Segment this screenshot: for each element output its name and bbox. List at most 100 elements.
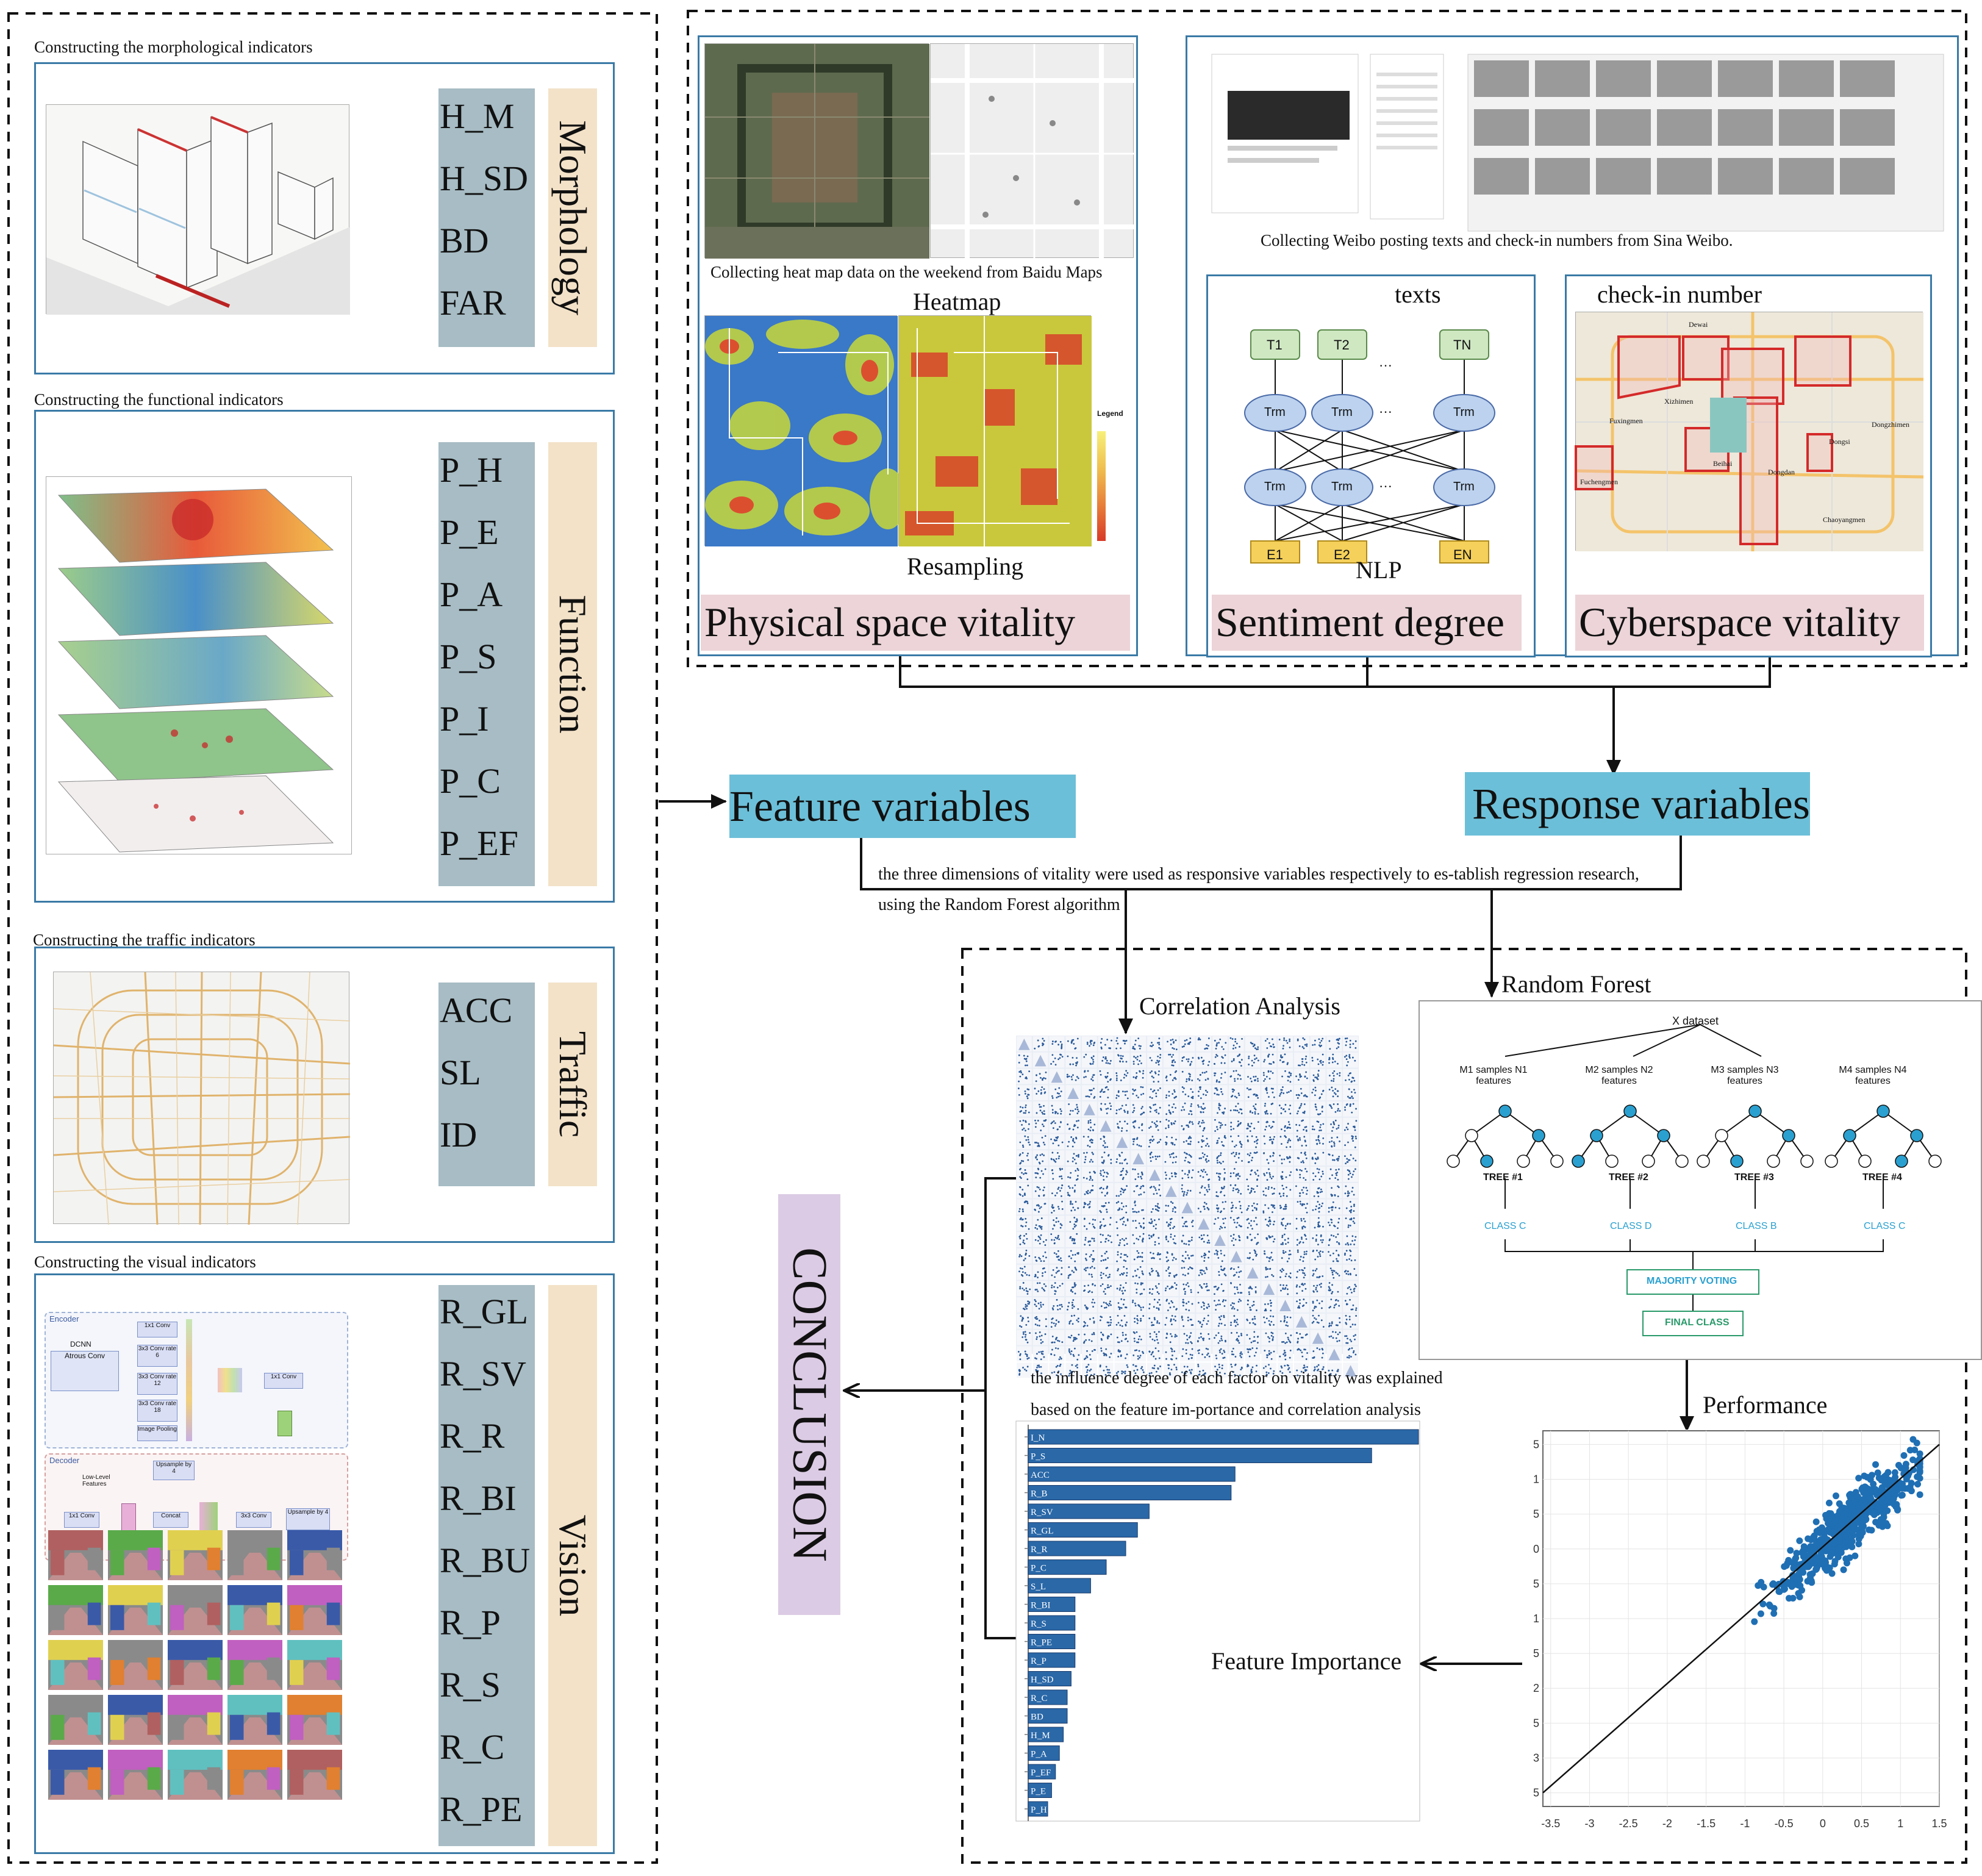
scatter-point <box>1832 1492 1839 1500</box>
scatter-point <box>1861 1472 1868 1480</box>
random-forest-diagram: X dataset M1 samples N1 features M2 samp… <box>1419 1000 1982 1360</box>
scatter-point <box>1881 1480 1889 1487</box>
en: EN <box>1453 547 1472 562</box>
transformer-diagram <box>1244 329 1495 564</box>
scatter-point <box>1834 1528 1841 1536</box>
var-h-m: H_M <box>440 96 515 136</box>
tn: TN <box>1453 337 1472 353</box>
conclusion-label: CONCLUSION <box>782 1247 837 1562</box>
var-acc: ACC <box>440 990 513 1030</box>
scatter-point <box>1812 1566 1820 1573</box>
checkin-label: check-in number <box>1597 281 1762 308</box>
scatter-point <box>1868 1488 1875 1495</box>
scatter-point <box>1858 1523 1866 1530</box>
importance-bar-label: R_S <box>1031 1619 1046 1629</box>
dec-block-3: 3x3 Conv <box>236 1512 271 1528</box>
scatter-point <box>1880 1514 1887 1521</box>
scatter-point <box>1834 1553 1842 1561</box>
scatter-point <box>1781 1563 1788 1570</box>
dots-2: ··· <box>1379 404 1392 420</box>
dots-3: ··· <box>1379 479 1392 494</box>
scatter-point <box>1843 1559 1850 1567</box>
y-tick-label: 5 <box>1533 1508 1539 1520</box>
vision-variables: R_GL R_SV R_R R_BI R_BU R_P R_S R_C R_PE <box>438 1285 535 1846</box>
x-tick-label: 0.5 <box>1854 1817 1869 1830</box>
scatter-point <box>1845 1536 1853 1544</box>
scatter-point <box>1808 1579 1816 1586</box>
scatter-point <box>1916 1475 1923 1482</box>
scatter-point <box>1805 1563 1812 1570</box>
scatter-point <box>1847 1494 1854 1501</box>
scatter-point <box>1813 1556 1820 1564</box>
traffic-title: Constructing the traffic indicators <box>33 931 256 949</box>
x-tick-label: -3.5 <box>1541 1817 1560 1830</box>
rf-samples-2: M2 samples N2 features <box>1585 1065 1653 1086</box>
morphology-title: Constructing the morphological indicator… <box>34 38 313 56</box>
heatmap-right <box>898 315 1092 546</box>
morphology-panel: H_M H_SD BD FAR Morphology <box>34 62 615 374</box>
importance-bar-label: R_BI <box>1031 1601 1051 1611</box>
scatter-point <box>1770 1610 1778 1617</box>
scatter-point <box>1791 1559 1798 1566</box>
x-tick-label: 0 <box>1820 1817 1826 1830</box>
var-sl: SL <box>440 1053 481 1092</box>
branch-4: 3x3 Conv rate 18 <box>137 1400 177 1422</box>
scatter-point <box>1860 1517 1867 1525</box>
vision-dimension: Vision <box>548 1285 597 1846</box>
checkin-map <box>1575 312 1924 551</box>
importance-bar <box>1028 1689 1068 1705</box>
scatter-point <box>1846 1554 1853 1561</box>
scatter-point <box>1884 1507 1891 1514</box>
scatter-point <box>1816 1526 1823 1533</box>
scatter-point <box>1873 1503 1881 1510</box>
scatter-point <box>1861 1483 1869 1491</box>
scatter-point <box>1851 1498 1859 1506</box>
y-tick-label: 0 <box>1533 1543 1539 1555</box>
var-p-s: P_S <box>440 637 497 676</box>
importance-bar <box>1028 1578 1091 1594</box>
scatter-point <box>1842 1510 1849 1517</box>
trm-1: Trm <box>1264 406 1286 419</box>
scatter-point <box>1812 1541 1820 1548</box>
importance-bar-label: P_C <box>1031 1564 1046 1573</box>
function-panel: P_H P_E P_A P_S P_I P_C P_EF Function <box>34 410 615 903</box>
sentiment-panel: texts T1 T2 TN Trm Trm Trm Trm Trm Trm ·… <box>1206 274 1536 657</box>
place-dongzhimen: Dongzhimen <box>1872 420 1909 429</box>
var-p-e: P_E <box>440 512 499 552</box>
scatter-point <box>1831 1539 1838 1547</box>
resampling-label: Resampling <box>907 553 1024 580</box>
branch-2: 3x3 Conv rate 6 <box>137 1345 177 1367</box>
physical-panel: Collecting heat map data on the weekend … <box>698 35 1138 656</box>
scatter-point <box>1861 1495 1868 1503</box>
importance-bar <box>1028 1448 1372 1463</box>
scatter-point <box>1904 1485 1911 1492</box>
importance-bar-label: R_R <box>1031 1545 1048 1555</box>
top-dashed-frame <box>687 10 1967 667</box>
rf-class-3: CLASS B <box>1736 1221 1777 1231</box>
rf-tree-4: TREE #4 <box>1862 1172 1902 1183</box>
scatter-point <box>1784 1578 1792 1586</box>
scatter-point <box>1855 1535 1862 1542</box>
branch-1: 1x1 Conv <box>137 1322 177 1337</box>
scatter-point <box>1906 1447 1914 1454</box>
var-r-s: R_S <box>440 1665 501 1705</box>
scatter-point <box>1916 1450 1923 1458</box>
weibo-caption: Collecting Weibo posting texts and check… <box>1261 231 1733 249</box>
scatter-point <box>1840 1566 1847 1573</box>
importance-bar-label: R_PE <box>1031 1638 1052 1648</box>
rf-final: FINAL CLASS <box>1665 1317 1730 1328</box>
var-r-gl: R_GL <box>440 1292 528 1331</box>
var-p-ef: P_EF <box>440 823 518 863</box>
importance-bar-label: P_E <box>1031 1787 1046 1797</box>
importance-bar-label: R_B <box>1031 1489 1048 1499</box>
importance-bar <box>1028 1559 1107 1575</box>
function-variables: P_H P_E P_A P_S P_I P_C P_EF <box>438 442 535 886</box>
var-p-a: P_A <box>440 575 503 614</box>
importance-bar-label: P_A <box>1031 1750 1047 1760</box>
var-far: FAR <box>440 283 506 323</box>
importance-bar <box>1028 1708 1068 1724</box>
importance-bar <box>1028 1522 1138 1538</box>
morphology-dimension: Morphology <box>548 88 597 347</box>
rf-class-2: CLASS D <box>1610 1221 1652 1231</box>
importance-bar-label: I_N <box>1031 1433 1045 1443</box>
